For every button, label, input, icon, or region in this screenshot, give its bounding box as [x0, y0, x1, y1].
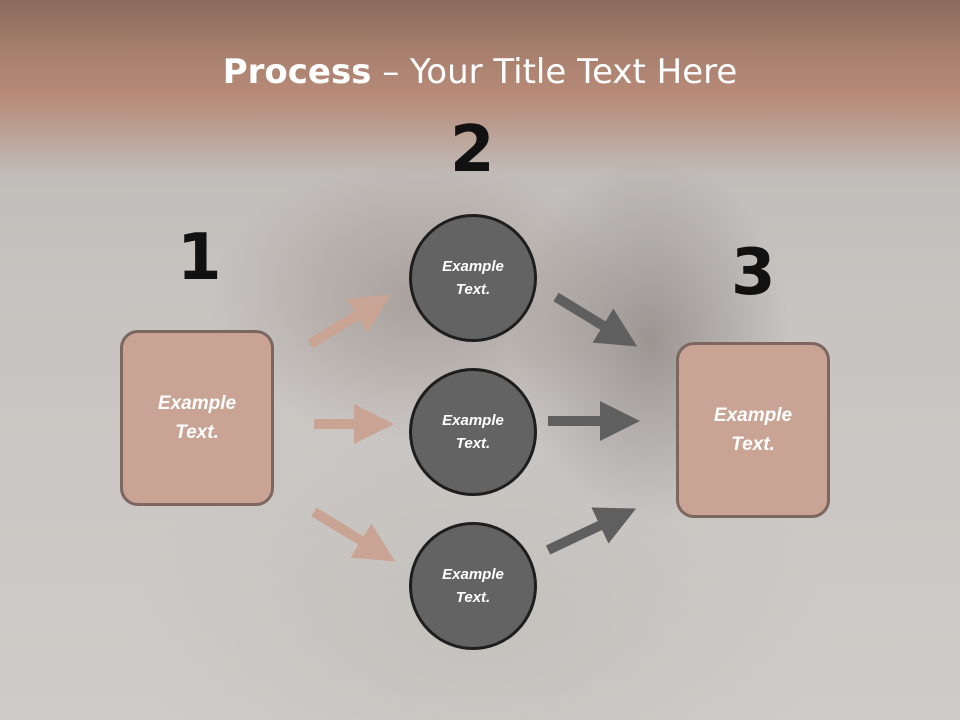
arrow-right-top — [553, 292, 638, 347]
circle-label-top: Example Text. — [442, 258, 504, 298]
slide-title: Process – Your Title Text Here — [0, 52, 960, 92]
process-circle-top[interactable]: Example Text. — [409, 214, 537, 342]
step-number-3: 3 — [731, 236, 776, 310]
step-number-1: 1 — [177, 221, 222, 295]
input-box-label: Example Text. — [157, 393, 237, 443]
arrow-left-bottom — [311, 507, 396, 562]
arrow-left-top — [307, 294, 392, 349]
circle-label-middle: Example Text. — [442, 412, 504, 452]
title-bold: Process — [222, 52, 372, 92]
circle-label-bottom: Example Text. — [442, 566, 504, 606]
step-number-2: 2 — [450, 113, 495, 187]
output-box-label: Example Text. — [713, 405, 793, 455]
title-band — [0, 0, 960, 175]
arrow-right-bottom — [545, 507, 637, 555]
output-box[interactable]: Example Text. — [676, 342, 830, 518]
title-rest: – Your Title Text Here — [371, 52, 738, 92]
process-circle-middle[interactable]: Example Text. — [409, 368, 537, 496]
input-box[interactable]: Example Text. — [120, 330, 274, 506]
process-circle-bottom[interactable]: Example Text. — [409, 522, 537, 650]
